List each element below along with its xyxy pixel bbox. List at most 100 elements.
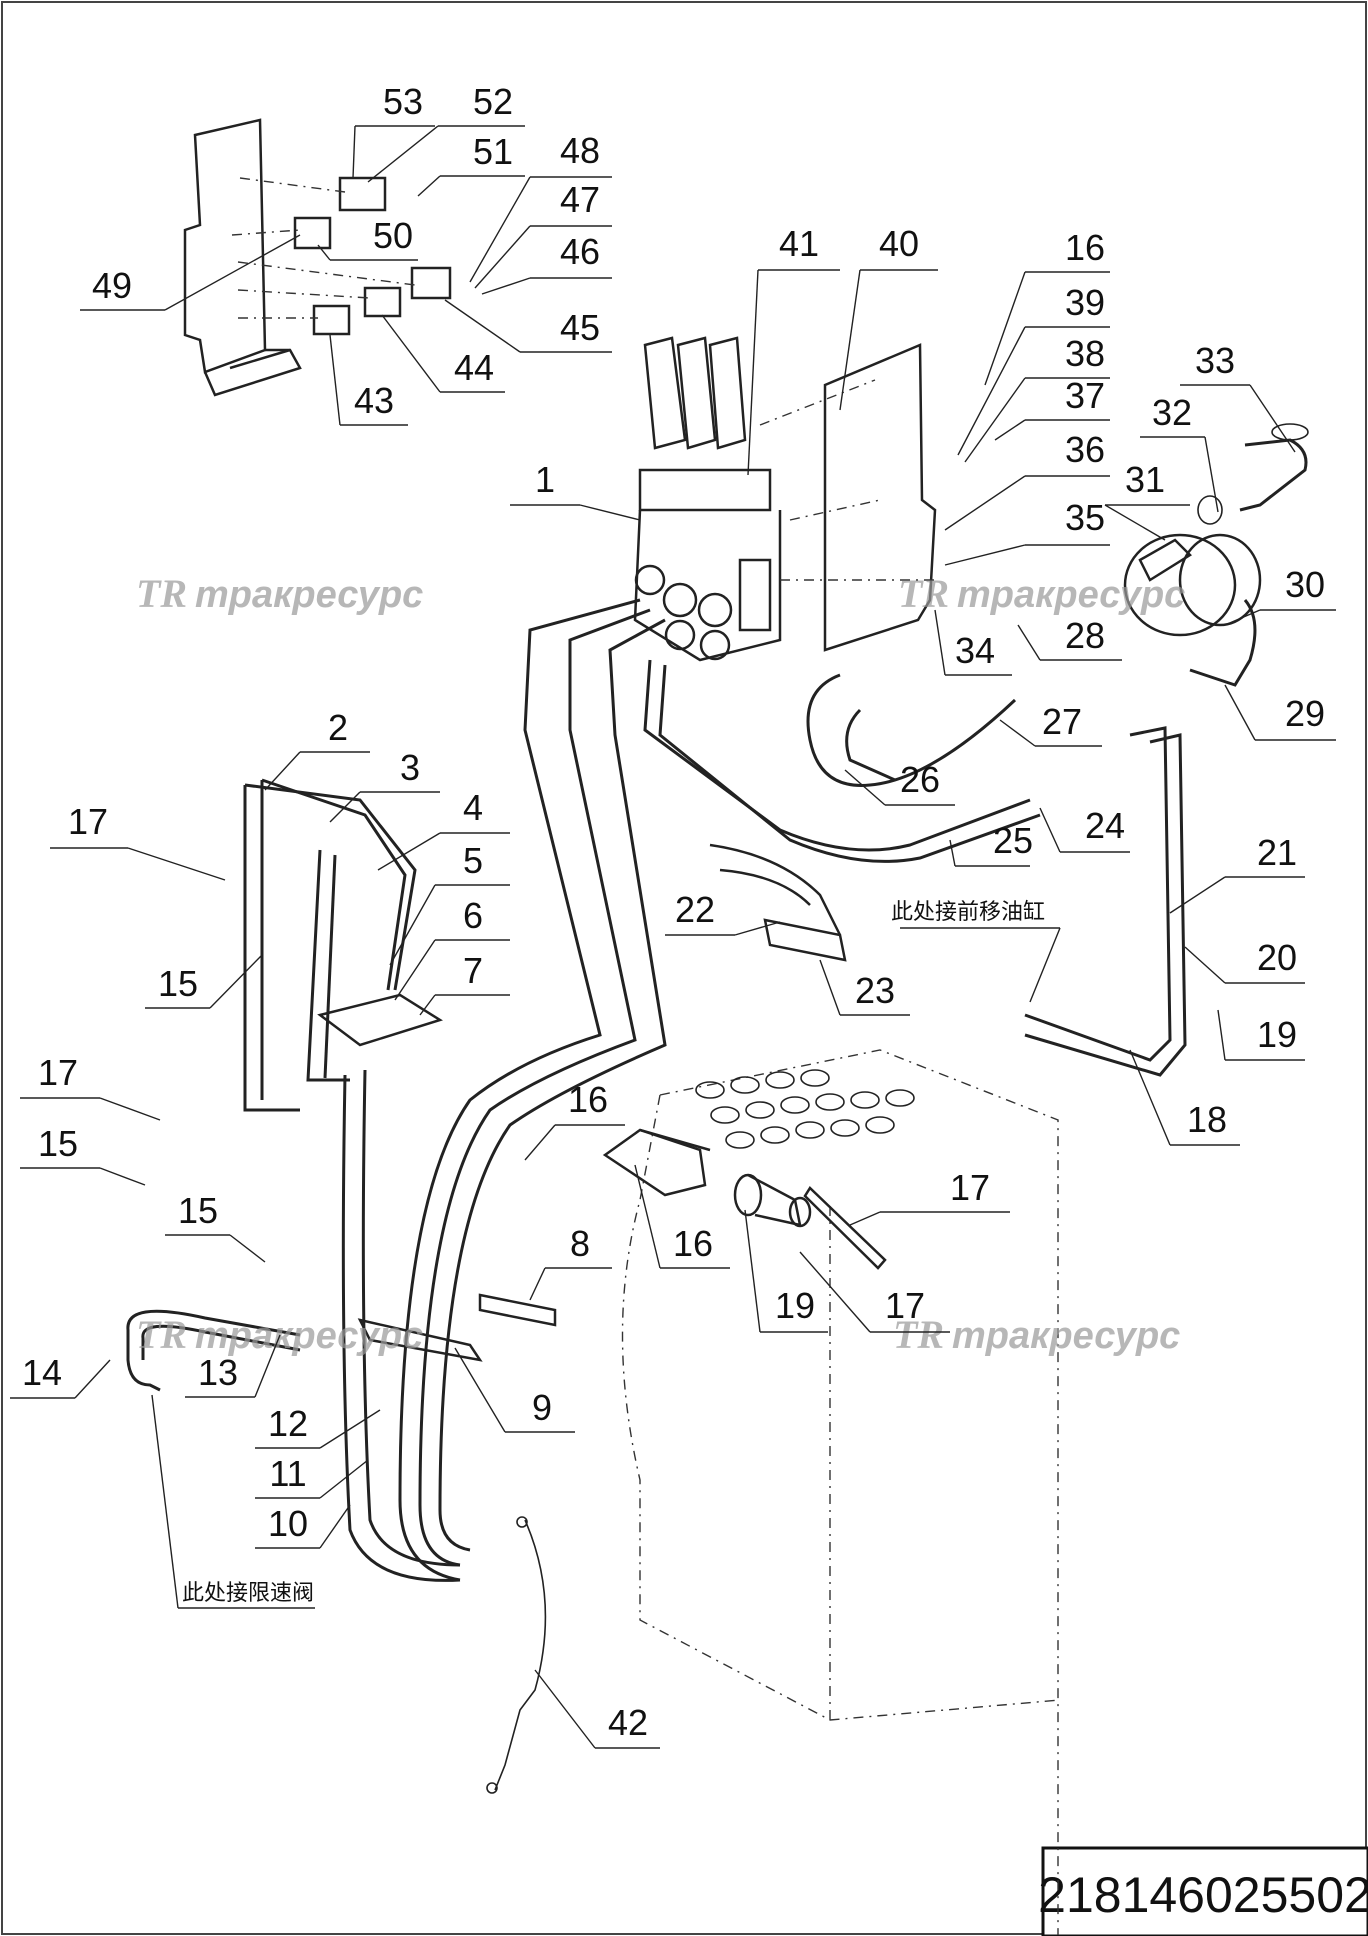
- callout-23: 19: [1217, 1009, 1305, 1061]
- callout-22: 18: [1129, 1049, 1240, 1146]
- callout-15a: 15: [145, 954, 263, 1009]
- svg-text:38: 38: [1065, 333, 1105, 374]
- watermark-4: ТR тракресурс: [893, 1312, 1180, 1357]
- watermark-3: ТR тракресурс: [136, 1312, 423, 1357]
- svg-text:17: 17: [68, 801, 108, 842]
- svg-text:23: 23: [855, 970, 895, 1011]
- callout-17a: 291717: [50, 801, 226, 881]
- svg-text:20: 20: [1257, 937, 1297, 978]
- svg-text:15: 15: [38, 1123, 78, 1164]
- svg-text:21: 21: [1257, 832, 1297, 873]
- svg-text:30: 30: [1285, 564, 1325, 605]
- roller-bracket: [602, 1128, 711, 1197]
- connector-plate: [317, 993, 443, 1047]
- svg-text:53: 53: [383, 81, 423, 122]
- assembly-guides-top: [231, 177, 416, 319]
- pressure-hoses: [806, 673, 1017, 787]
- callout-10: 10: [255, 1503, 351, 1549]
- callout-46: 42: [534, 1669, 660, 1749]
- multi-way-valve: [633, 336, 782, 662]
- pin: [803, 1186, 887, 1270]
- svg-text:3: 3: [400, 747, 420, 788]
- callout-27: 23: [819, 959, 910, 1016]
- relay-modules: [293, 176, 452, 336]
- callout-25: 21: [1169, 832, 1305, 914]
- callout-42: 38: [964, 333, 1110, 463]
- svg-text:тракресурс: тракресурс: [195, 574, 423, 616]
- suction-hose: [1189, 423, 1309, 687]
- callout-6: 6: [394, 895, 510, 1001]
- svg-text:9: 9: [532, 1387, 552, 1428]
- svg-text:26: 26: [900, 759, 940, 800]
- callout-50: 46: [481, 231, 612, 295]
- callout-12: 12: [255, 1403, 381, 1449]
- svg-text:14: 14: [22, 1352, 62, 1393]
- svg-text:32: 32: [1152, 392, 1192, 433]
- callout-39: 35: [944, 497, 1110, 566]
- svg-text:50: 50: [373, 215, 413, 256]
- svg-text:46: 46: [560, 231, 600, 272]
- distribution-block: [709, 843, 847, 962]
- svg-text:41: 41: [779, 223, 819, 264]
- note-front-cylinder: 此处接前移油缸: [891, 900, 1061, 1003]
- callout-28: 24: [1039, 805, 1130, 853]
- callout-57: 53: [352, 81, 435, 179]
- callout-21: 17: [849, 1167, 1010, 1226]
- svg-text:22: 22: [675, 889, 715, 930]
- main-hoses: [341, 598, 667, 1582]
- callout-41: 37: [994, 375, 1110, 441]
- watermark-1: ТR тракресурс: [136, 571, 423, 616]
- callout-49: 45: [444, 299, 612, 353]
- callout-15b: 151415: [165, 1190, 266, 1263]
- callout-11: 11: [255, 1453, 369, 1499]
- svg-text:6: 6: [463, 895, 483, 936]
- svg-text:4: 4: [463, 787, 483, 828]
- steel-pipes-right: [643, 659, 1041, 863]
- callout-37: 33: [1180, 340, 1296, 453]
- clamp-block: [478, 1293, 557, 1327]
- callout-43: 39: [957, 282, 1110, 456]
- callout-8: 8: [529, 1223, 612, 1301]
- mounting-bracket: [183, 118, 302, 397]
- svg-text:13: 13: [198, 1352, 238, 1393]
- callout-13: 13: [185, 1334, 281, 1398]
- callout-7: 7: [419, 950, 510, 1016]
- svg-text:16: 16: [1065, 227, 1105, 268]
- svg-text:тракресурс: тракресурс: [195, 1315, 423, 1357]
- svg-text:28: 28: [1065, 615, 1105, 656]
- callout-32: 28: [1017, 615, 1122, 661]
- svg-text:51: 51: [473, 131, 513, 172]
- callout-34: 30: [1224, 564, 1336, 626]
- svg-text:25: 25: [993, 820, 1033, 861]
- svg-text:12: 12: [268, 1403, 308, 1444]
- callout-31: 27: [999, 701, 1102, 747]
- svg-text:31: 31: [1125, 459, 1165, 500]
- callout-26: 22: [665, 889, 781, 936]
- svg-text:15: 15: [178, 1190, 218, 1231]
- callout-52: 48: [469, 130, 612, 283]
- svg-text:29: 29: [1285, 693, 1325, 734]
- callout-55: 51: [417, 131, 525, 197]
- svg-text:37: 37: [1065, 375, 1105, 416]
- svg-text:49: 49: [92, 265, 132, 306]
- callout-4: 4: [377, 787, 510, 871]
- callout-14: 14: [10, 1352, 111, 1399]
- callout-51: 47: [474, 179, 612, 289]
- hydraulic-pump: [1123, 533, 1262, 637]
- note-speed-valve: 此处接限速阀: [151, 1394, 315, 1609]
- roller: [733, 1173, 812, 1228]
- battery-frame: [621, 1049, 1061, 1935]
- svg-text:36: 36: [1065, 429, 1105, 470]
- callout-1: 1: [510, 459, 641, 521]
- svg-text:7: 7: [463, 950, 483, 991]
- assembly-guides-plate: [759, 379, 940, 581]
- callout-33: 29: [1224, 684, 1336, 741]
- svg-text:тракресурс: тракресурс: [957, 574, 1185, 616]
- callout-45: 41: [747, 223, 840, 476]
- callout-47: 43: [329, 334, 408, 426]
- svg-text:ТR: ТR: [136, 571, 187, 616]
